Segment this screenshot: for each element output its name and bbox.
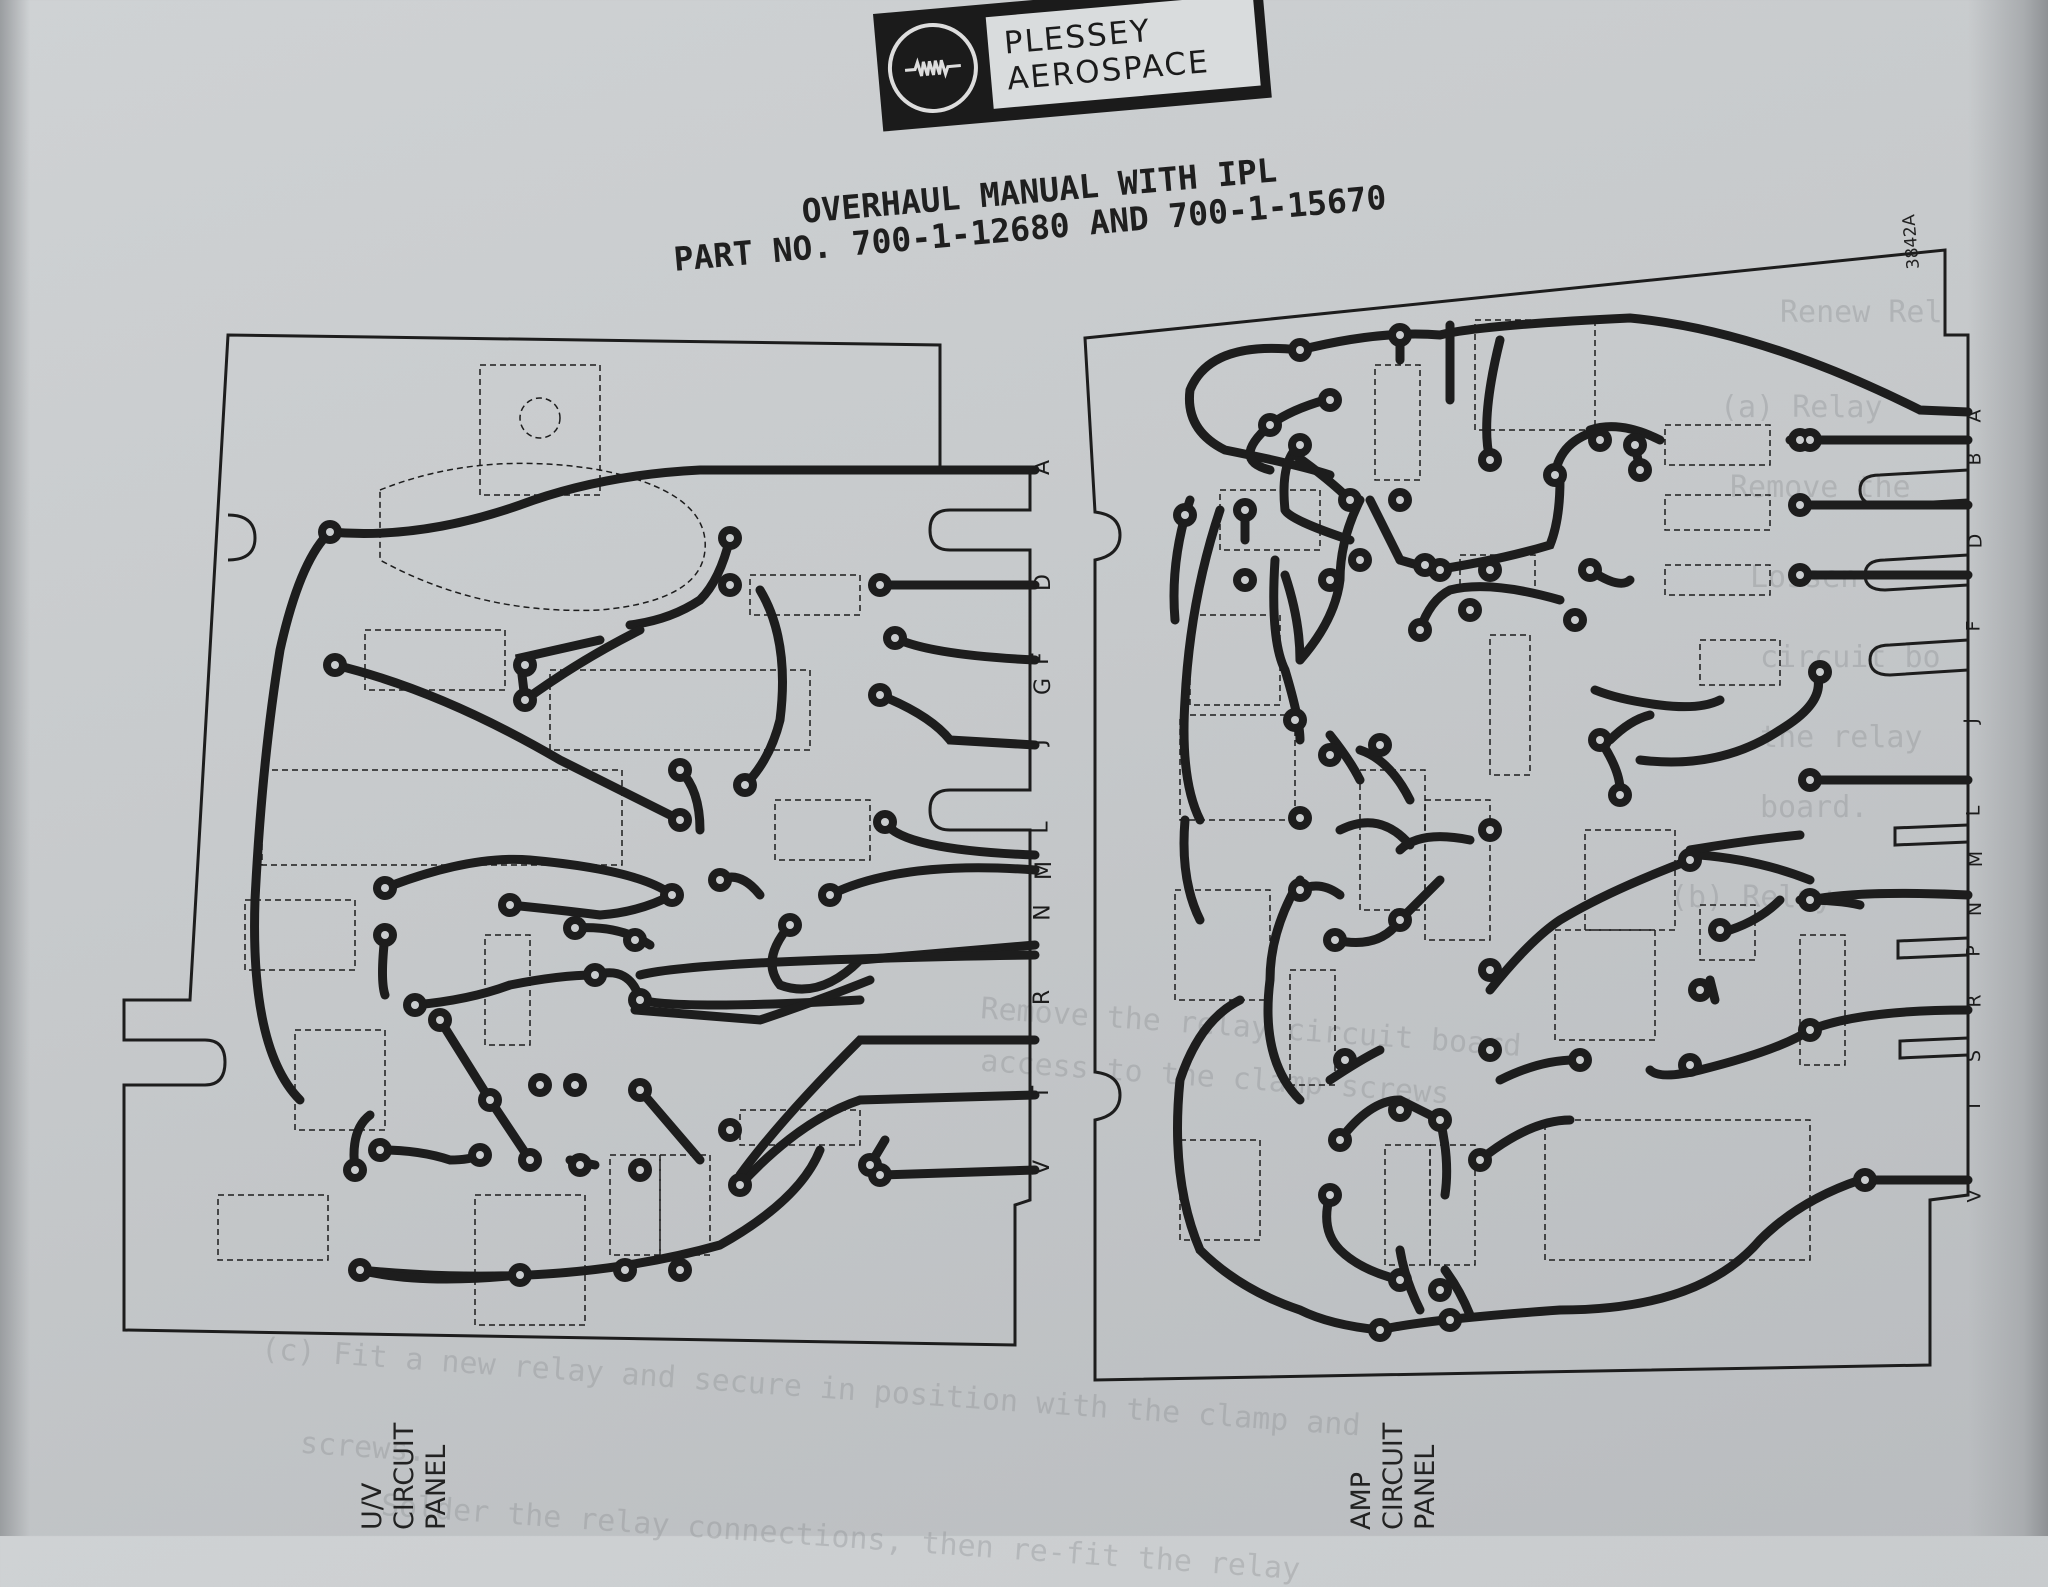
panel-label-line: CIRCUIT	[389, 1422, 420, 1530]
amp-connector-label: M	[1965, 850, 1988, 868]
page-shadow	[0, 0, 30, 1536]
amp-connector-label: T	[1962, 1100, 1985, 1112]
panel-label-line: PANEL	[421, 1444, 452, 1530]
plessey-logo: PLESSEY AEROSPACE	[873, 0, 1272, 132]
panel-label-line: CIRCUIT	[1378, 1422, 1409, 1530]
panel-label-line: AMP	[1346, 1471, 1377, 1530]
uv-connector-label: R	[1030, 989, 1056, 1006]
amp-connector-label: N	[1964, 901, 1987, 917]
uv-board-pads	[318, 520, 907, 1287]
panel-label-line: PANEL	[1410, 1444, 1441, 1530]
amp-connector-label: D	[1964, 533, 1987, 549]
amp-circuit-panel-label: AMP CIRCUIT PANEL	[1346, 1423, 1442, 1530]
uv-connector-label: L	[1028, 821, 1054, 834]
amp-connector-label: L	[1962, 805, 1985, 817]
amp-connector-label: V	[1963, 1189, 1986, 1203]
amp-connector-label: S	[1963, 1049, 1986, 1063]
amp-connector-label: A	[1963, 409, 1986, 423]
uv-connector-label: N	[1030, 904, 1056, 921]
amp-connector-label: J	[1959, 718, 1982, 724]
uv-connector-label: F	[1028, 652, 1054, 665]
facing-page-edge	[1968, 0, 2048, 1536]
amp-connector-label: F	[1962, 620, 1985, 632]
plessey-emblem-icon	[884, 19, 982, 117]
panel-label-line: U/V	[357, 1482, 388, 1530]
uv-connector-label: A	[1030, 459, 1056, 476]
uv-connector-label: T	[1029, 1085, 1055, 1100]
amp-board-outline	[1083, 248, 1970, 1382]
amp-board-pads	[1173, 323, 1877, 1342]
uv-connector-label: V	[1030, 1159, 1056, 1176]
amp-connector-label: B	[1963, 452, 1986, 466]
amp-connector-label: R	[1963, 994, 1986, 1008]
uv-board-outline	[122, 333, 1032, 1347]
uv-connector-label: M	[1031, 861, 1057, 880]
circuit-panels-diagram	[122, 248, 1973, 1382]
uv-connector-label: J	[1025, 739, 1051, 746]
uv-connector-label: D	[1030, 574, 1056, 591]
uv-connector-label: G	[1031, 677, 1057, 696]
uv-circuit-panel-label: U/V CIRCUIT PANEL	[357, 1423, 453, 1530]
amp-connector-label: P	[1962, 945, 1985, 957]
